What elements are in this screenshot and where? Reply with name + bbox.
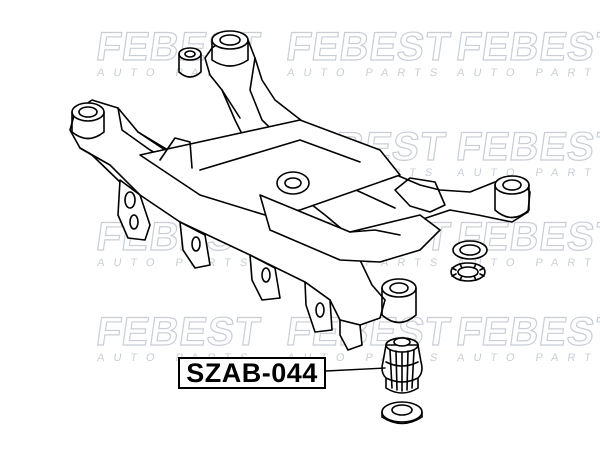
watermark-brand: FEBEST: [454, 124, 600, 169]
watermark-brand: FEBEST: [454, 24, 600, 69]
watermark-tagline: AUTO PARTS: [96, 352, 257, 364]
watermark-tagline: AUTO PARTS: [456, 257, 600, 269]
part-number-box: SZAB-044: [178, 357, 326, 389]
watermark-brand: FEBEST: [454, 309, 600, 354]
watermark-tagline: AUTO PARTS: [96, 67, 257, 79]
part-number-label: SZAB-044: [186, 357, 318, 388]
watermark-tagline: AUTO PARTS: [456, 167, 600, 179]
watermark-tagline: AUTO PARTS: [286, 352, 447, 364]
watermark-tagline: AUTO PARTS: [286, 257, 447, 269]
watermark-tagline: AUTO PARTS: [96, 257, 257, 269]
watermark-tagline: AUTO PARTS: [286, 67, 447, 79]
rear-subframe-drawing: [69, 30, 531, 425]
watermark-tagline: AUTO PARTS: [456, 67, 600, 79]
watermark-brand: FEBEST: [284, 24, 454, 69]
watermark-brand: FEBEST: [94, 309, 264, 354]
watermark-tagline: AUTO PARTS: [456, 352, 600, 364]
